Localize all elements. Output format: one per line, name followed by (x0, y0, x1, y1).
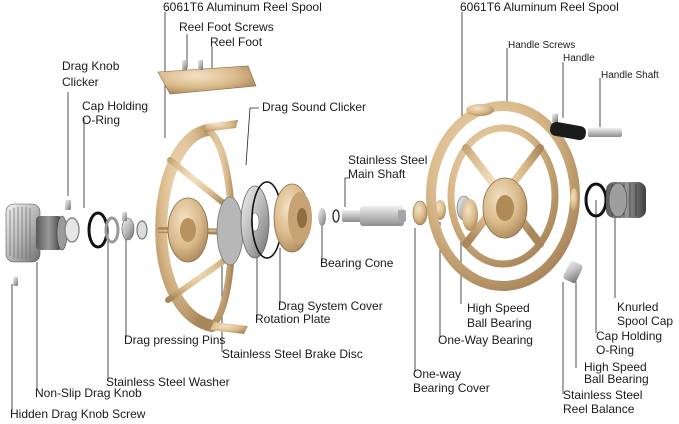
label-hidden-drag-knob-screw: Hidden Drag Knob Screw (10, 407, 146, 421)
label-reel-foot-screws: Reel Foot Screws (179, 20, 274, 34)
label-drag-pressing-pins: Drag pressing Pins (124, 333, 226, 347)
label-main-shaft-2: Main Shaft (348, 167, 406, 181)
label-reel-balance-2: Reel Balance (563, 402, 635, 416)
label-rotation-plate: Rotation Plate (255, 312, 331, 326)
label-brake-disc: Stainless Steel Brake Disc (222, 347, 363, 361)
drag-cover-part (273, 183, 312, 253)
label-drag-knob-clicker-1: Drag Knob (62, 59, 120, 73)
label-one-way-bearing-cover-2: Bearing Cover (413, 381, 490, 395)
label-cap-holding-oring-right-2: O-Ring (596, 343, 635, 357)
label-bearing-cone: Bearing Cone (320, 256, 394, 270)
label-high-speed-bearing-center-2: Ball Bearing (467, 316, 532, 330)
label-spool-right: 6061T6 Aluminum Reel Spool (460, 0, 619, 14)
label-non-slip-drag-knob: Non-Slip Drag Knob (35, 386, 142, 400)
label-one-way-bearing: One-Way Bearing (438, 333, 533, 347)
handle-part (550, 114, 622, 141)
label-handle-screws: Handle Screws (508, 40, 576, 51)
label-reel-foot: Reel Foot (210, 35, 263, 49)
knurled-cap-part (606, 182, 646, 218)
label-reel-balance-1: Stainless Steel (563, 388, 643, 402)
drag-knob-part (5, 203, 68, 263)
label-main-shaft-1: Stainless Steel (348, 153, 428, 167)
label-high-speed-bearing-right-1: High Speed (584, 360, 647, 374)
reel-foot-part (157, 60, 257, 95)
label-drag-knob-clicker-2: Clicker (62, 75, 99, 89)
label-cap-holding-oring-left-2: O-Ring (82, 113, 121, 127)
label-handle: Handle (563, 53, 595, 64)
label-knurled-spool-cap-2: Spool Cap (617, 314, 674, 328)
label-one-way-bearing-cover-1: One-way (413, 367, 462, 381)
label-cap-holding-oring-left-1: Cap Holding (82, 99, 149, 113)
label-high-speed-bearing-right-2: Ball Bearing (584, 372, 649, 386)
label-stainless-steel-washer: Stainless Steel Washer (106, 375, 230, 389)
label-high-speed-bearing-center-1: High Speed (467, 301, 530, 315)
label-spool-left: 6061T6 Aluminum Reel Spool (163, 0, 322, 14)
label-cap-holding-oring-right-1: Cap Holding (596, 329, 663, 343)
right-spool-part (426, 101, 580, 291)
label-handle-shaft: Handle Shaft (601, 70, 659, 81)
label-drag-system-cover: Drag System Cover (278, 299, 383, 313)
label-drag-sound-clicker: Drag Sound Clicker (262, 100, 367, 114)
label-knurled-spool-cap-1: Knurled (617, 300, 659, 314)
